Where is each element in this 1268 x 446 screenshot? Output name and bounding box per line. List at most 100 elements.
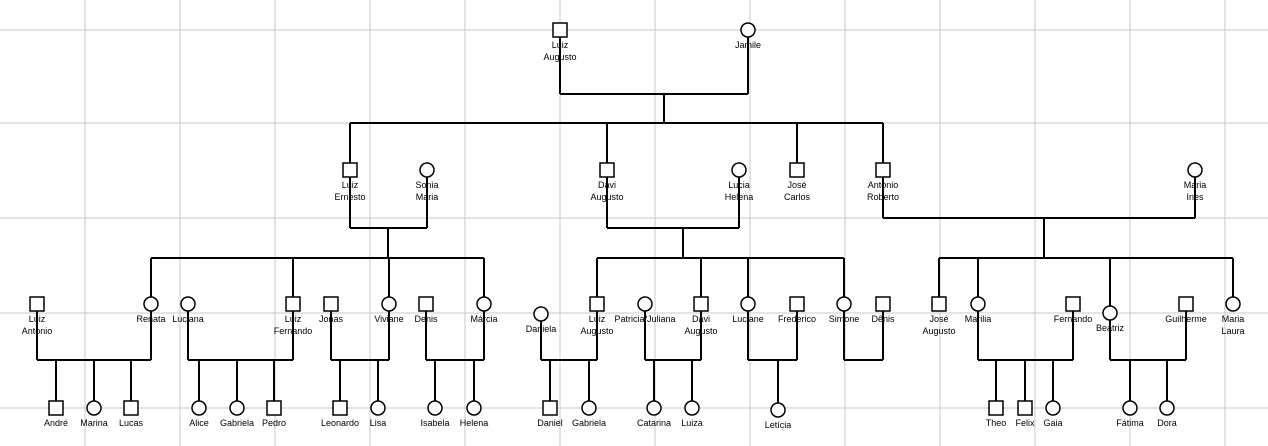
female-circle-luiza	[684, 400, 700, 416]
person-label-daniela: Daniela	[526, 323, 557, 335]
female-circle-isabela	[427, 400, 443, 416]
person-label-lisa: Lisa	[370, 417, 387, 429]
person-label-guilherme: Guilherme	[1165, 313, 1207, 325]
person-name-line: Luiz	[284, 314, 302, 324]
person-label-luciane: Luciane	[732, 313, 764, 325]
female-circle-gabriela-2	[581, 400, 597, 416]
person-label-helena: Helena	[460, 417, 489, 429]
person-name-line: Maria	[1183, 180, 1207, 190]
person-name-line: Antonio	[21, 326, 53, 336]
male-square-davi-augusto	[599, 162, 615, 178]
person-name-line: Luiz	[588, 314, 606, 324]
person-name-line: Felix	[1015, 418, 1035, 428]
person-name-line: Beatriz	[1095, 323, 1125, 333]
person-label-felix: Felix	[1015, 417, 1034, 429]
person-name-line: Carlos	[783, 192, 811, 202]
person-name-line: Marina	[80, 418, 108, 428]
male-square-jose-augusto	[931, 296, 947, 312]
person-name-line: Augusto	[590, 192, 624, 202]
person-label-jonas: Jonas	[319, 313, 343, 325]
male-square-denis	[418, 296, 434, 312]
female-circle-sonia-maria	[419, 162, 435, 178]
person-name-line: Lucia	[728, 180, 750, 190]
person-name-line: Jamile	[734, 40, 762, 50]
person-label-andre: André	[44, 417, 68, 429]
person-name-line: Dênis	[871, 314, 895, 324]
female-circle-simone	[836, 296, 852, 312]
female-circle-patricia-juliana	[637, 296, 653, 312]
person-name-line: André	[43, 418, 69, 428]
person-label-patricia-juliana: Patricia/Juliana	[614, 313, 675, 325]
person-name-line: Márcia	[470, 314, 498, 324]
person-name-line: Fernando	[273, 326, 313, 336]
person-label-fatima: Fátima	[1116, 417, 1144, 429]
male-square-lucas	[123, 400, 139, 416]
person-name-line: Dora	[1157, 418, 1177, 428]
female-circle-marilia	[970, 296, 986, 312]
female-circle-maria-laura	[1225, 296, 1241, 312]
person-name-line: Augusto	[580, 326, 614, 336]
female-circle-viviane	[381, 296, 397, 312]
person-name-line: Luiza	[681, 418, 703, 428]
person-label-marcia: Márcia	[470, 313, 497, 325]
female-circle-jamile	[740, 22, 756, 38]
person-label-frederico: Frederico	[778, 313, 816, 325]
person-name-line: Antonio	[867, 180, 899, 190]
person-name-line: Catarina	[636, 418, 672, 428]
person-name-line: Luciana	[172, 314, 204, 324]
person-name-line: Daniel	[537, 418, 563, 428]
person-label-luciana: Luciana	[172, 313, 204, 325]
female-circle-luciana	[180, 296, 196, 312]
person-name-line: Luiz	[551, 40, 569, 50]
person-name-line: Augusto	[922, 326, 956, 336]
male-square-luiz-fernando	[285, 296, 301, 312]
person-name-line: Sonia	[415, 180, 439, 190]
person-name-line: Denis	[414, 314, 438, 324]
person-name-line: Viviane	[374, 314, 404, 324]
male-square-andre	[48, 400, 64, 416]
person-label-gabriela: Gabriela	[220, 417, 254, 429]
male-square-felix	[1017, 400, 1033, 416]
male-square-denis-2	[875, 296, 891, 312]
person-name-line: Luciane	[732, 314, 764, 324]
male-square-theo	[988, 400, 1004, 416]
male-square-guilherme	[1178, 296, 1194, 312]
female-circle-daniela	[533, 306, 549, 322]
person-name-line: Lisa	[369, 418, 387, 428]
person-label-denis-2: Dênis	[871, 313, 894, 325]
person-label-leonardo: Leonardo	[321, 417, 359, 429]
female-circle-marina	[86, 400, 102, 416]
person-label-luiza: Luiza	[681, 417, 703, 429]
person-label-leticia: Letícia	[765, 419, 792, 431]
person-label-renata: Renata	[136, 313, 165, 325]
person-name-line: Fernando	[1053, 314, 1093, 324]
person-label-lucas: Lucas	[119, 417, 143, 429]
person-name-line: Renata	[136, 314, 166, 324]
person-name-line: Maria	[415, 192, 439, 202]
person-name-line: Gabriela	[571, 418, 607, 428]
person-name-line: Augusto	[543, 52, 577, 62]
female-circle-gaia	[1045, 400, 1061, 416]
person-label-simone: Simone	[829, 313, 860, 325]
person-name-line: Guilherme	[1165, 314, 1207, 324]
person-name-line: Letícia	[764, 420, 792, 430]
person-name-line: Pedro	[261, 418, 287, 428]
person-label-isabela: Isabela	[420, 417, 449, 429]
person-label-gaia: Gaia	[1043, 417, 1062, 429]
female-circle-dora	[1159, 400, 1175, 416]
male-square-luiz-augusto	[552, 22, 568, 38]
person-name-line: Jonas	[318, 314, 344, 324]
male-square-pedro	[266, 400, 282, 416]
person-label-theo: Theo	[986, 417, 1007, 429]
person-label-denis: Denis	[414, 313, 437, 325]
female-circle-renata	[143, 296, 159, 312]
